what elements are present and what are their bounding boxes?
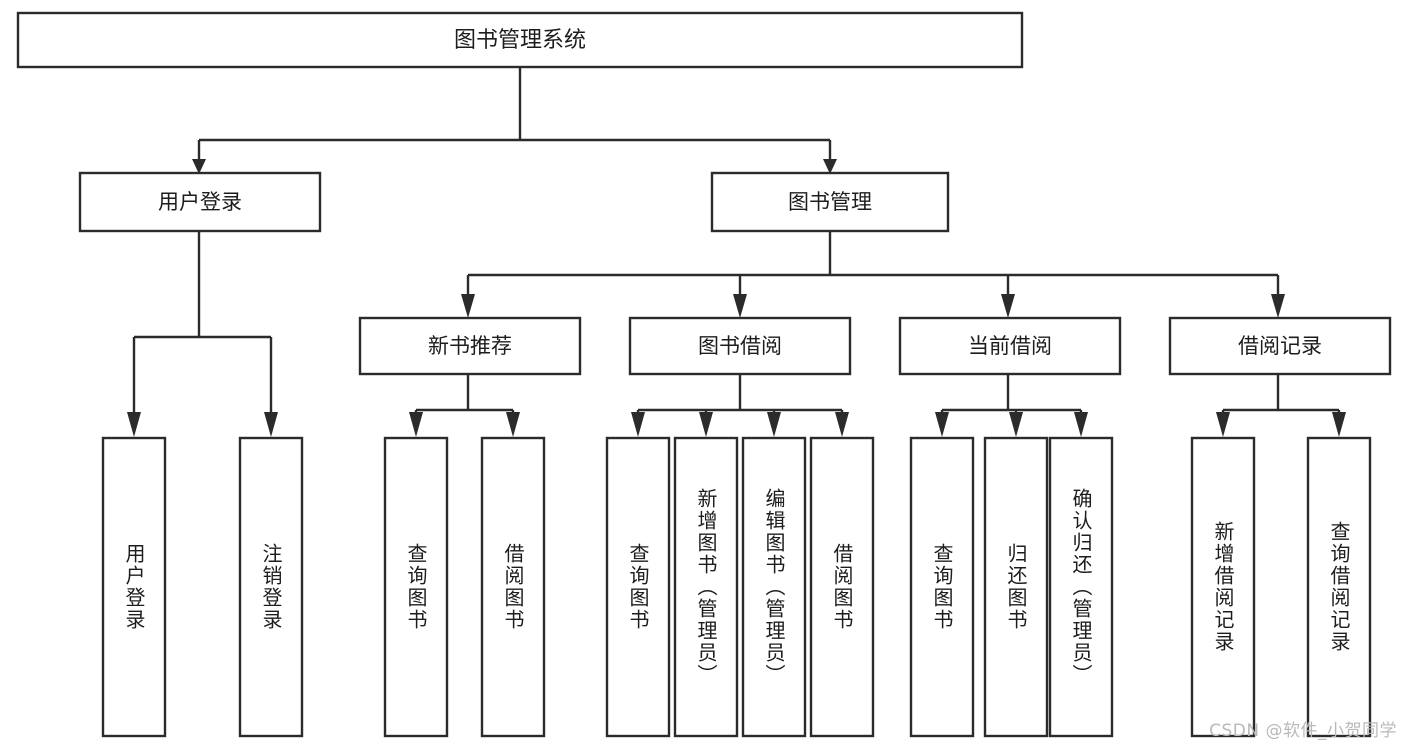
arrowhead-user-login	[192, 159, 206, 174]
leaf-query-book-newrec-box[interactable]	[383, 436, 449, 738]
leaf-borrow-book-newrec[interactable]: 借阅图书	[480, 436, 546, 738]
arrowhead-leaf-logout	[264, 412, 278, 437]
leaf-query-book-borrow-text-area: 查询图书	[626, 543, 650, 631]
arrowhead-borrow-record	[1271, 294, 1285, 318]
leaf-borrow-book-newrec-box[interactable]	[480, 436, 546, 738]
leaf-return-book-text-area: 归还图书	[1004, 543, 1028, 631]
leaf-add-book-admin-text-area: 新增图书（管理员）	[694, 488, 718, 686]
leaf-query-book-current-text-area: 查询图书	[930, 543, 954, 631]
arrowhead-leaf-return-book	[1009, 412, 1023, 437]
leaf-edit-book-admin-box[interactable]	[741, 436, 807, 738]
leaf-logout-label: 注销登录	[259, 543, 283, 631]
leaf-add-borrow-record[interactable]: 新增借阅记录	[1190, 436, 1256, 738]
leaf-query-book-borrow-label: 查询图书	[626, 543, 650, 631]
leaf-borrow-book-borrow-box[interactable]	[809, 436, 875, 738]
leaf-confirm-return-admin-text-area: 确认归还（管理员）	[1069, 488, 1093, 686]
leaf-borrow-book-newrec-label: 借阅图书	[501, 543, 525, 631]
node-book-manage[interactable]: 图书管理	[710, 171, 950, 233]
leaf-query-book-newrec-label: 查询图书	[404, 543, 428, 631]
leaf-query-book-current-label: 查询图书	[930, 543, 954, 631]
node-book-manage-box[interactable]	[710, 171, 950, 233]
node-new-book-rec[interactable]: 新书推荐	[358, 316, 582, 376]
arrowhead-leaf-confirm-return	[1074, 412, 1088, 437]
leaf-return-book-box[interactable]	[983, 436, 1049, 738]
leaf-user-login-label: 用户登录	[122, 543, 146, 631]
leaf-borrow-book-borrow-text-area: 借阅图书	[830, 543, 854, 631]
arrowhead-book-manage	[823, 159, 837, 174]
arrowhead-leaf-edit-book	[767, 412, 781, 437]
arrowhead-current-borrow	[1001, 294, 1015, 318]
node-borrow-record[interactable]: 借阅记录	[1168, 316, 1392, 376]
connector-lines	[127, 67, 1346, 437]
node-root-label: 图书管理系统	[454, 28, 586, 53]
leaf-add-borrow-record-text-area: 新增借阅记录	[1211, 521, 1235, 653]
leaf-query-book-borrow-box[interactable]	[605, 436, 671, 738]
leaf-add-book-admin-box[interactable]	[673, 436, 739, 738]
leaf-return-book-label: 归还图书	[1004, 543, 1028, 631]
arrowhead-leaf-query-record	[1332, 412, 1346, 437]
arrowhead-leaf-query-book-1	[409, 412, 423, 437]
arrowhead-leaf-borrow-book-1	[506, 412, 520, 437]
node-user-login-label: 用户登录	[158, 190, 242, 214]
arrowhead-leaf-query-book-2	[631, 412, 645, 437]
leaf-query-borrow-record-box[interactable]	[1306, 436, 1372, 738]
leaf-logout[interactable]: 注销登录	[238, 436, 304, 738]
node-new-book-rec-box[interactable]	[358, 316, 582, 376]
leaf-query-borrow-record-label: 查询借阅记录	[1327, 521, 1351, 653]
leaf-confirm-return-admin-label: 确认归还（管理员）	[1069, 488, 1093, 686]
leaf-confirm-return-admin[interactable]: 确认归还（管理员）	[1048, 436, 1114, 738]
node-borrow-record-label: 借阅记录	[1238, 334, 1322, 358]
arrowhead-leaf-borrow-book-2	[835, 412, 849, 437]
node-book-manage-label: 图书管理	[788, 190, 872, 214]
node-user-login-box[interactable]	[78, 171, 322, 233]
node-book-borrow[interactable]: 图书借阅	[628, 316, 852, 376]
leaf-edit-book-admin-label: 编辑图书（管理员）	[762, 488, 786, 686]
node-current-borrow-label: 当前借阅	[968, 334, 1052, 358]
leaf-user-login-text-area: 用户登录	[122, 543, 146, 631]
arrowhead-leaf-add-record	[1216, 412, 1230, 437]
leaf-query-borrow-record-text-area: 查询借阅记录	[1327, 521, 1351, 653]
node-root-system[interactable]: 图书管理系统	[16, 11, 1024, 69]
leaf-borrow-book-borrow[interactable]: 借阅图书	[809, 436, 875, 738]
leaf-query-borrow-record[interactable]: 查询借阅记录	[1306, 436, 1372, 738]
leaf-query-book-newrec-text-area: 查询图书	[404, 543, 428, 631]
leaf-return-book[interactable]: 归还图书	[983, 436, 1049, 738]
node-user-login[interactable]: 用户登录	[78, 171, 322, 233]
leaf-user-login-box[interactable]	[101, 436, 167, 738]
leaf-borrow-book-borrow-label: 借阅图书	[830, 543, 854, 631]
arrowhead-new-book-rec	[461, 294, 475, 318]
leaf-user-login[interactable]: 用户登录	[101, 436, 167, 738]
node-book-borrow-label: 图书借阅	[698, 334, 782, 358]
node-new-book-rec-label: 新书推荐	[428, 334, 512, 358]
leaf-query-book-newrec[interactable]: 查询图书	[383, 436, 449, 738]
node-book-borrow-box[interactable]	[628, 316, 852, 376]
leaf-borrow-book-newrec-text-area: 借阅图书	[501, 543, 525, 631]
leaf-edit-book-admin-text-area: 编辑图书（管理员）	[762, 488, 786, 686]
leaf-query-book-borrow[interactable]: 查询图书	[605, 436, 671, 738]
leaf-query-book-current-box[interactable]	[909, 436, 975, 738]
arrowhead-leaf-query-book-3	[935, 412, 949, 437]
leaf-logout-box[interactable]	[238, 436, 304, 738]
leaf-edit-book-admin[interactable]: 编辑图书（管理员）	[741, 436, 807, 738]
node-root-box[interactable]	[16, 11, 1024, 69]
leaf-add-book-admin[interactable]: 新增图书（管理员）	[673, 436, 739, 738]
arrowhead-leaf-add-book	[699, 412, 713, 437]
leaf-confirm-return-admin-box[interactable]	[1048, 436, 1114, 738]
node-borrow-record-box[interactable]	[1168, 316, 1392, 376]
leaf-add-borrow-record-label: 新增借阅记录	[1211, 521, 1235, 653]
arrowhead-book-borrow	[733, 294, 747, 318]
node-current-borrow-box[interactable]	[898, 316, 1122, 376]
leaf-add-book-admin-label: 新增图书（管理员）	[694, 488, 718, 686]
leaf-query-book-current[interactable]: 查询图书	[909, 436, 975, 738]
leaf-add-borrow-record-box[interactable]	[1190, 436, 1256, 738]
arrowhead-leaf-user-login	[127, 412, 141, 437]
leaf-logout-text-area: 注销登录	[259, 543, 283, 631]
node-current-borrow[interactable]: 当前借阅	[898, 316, 1122, 376]
